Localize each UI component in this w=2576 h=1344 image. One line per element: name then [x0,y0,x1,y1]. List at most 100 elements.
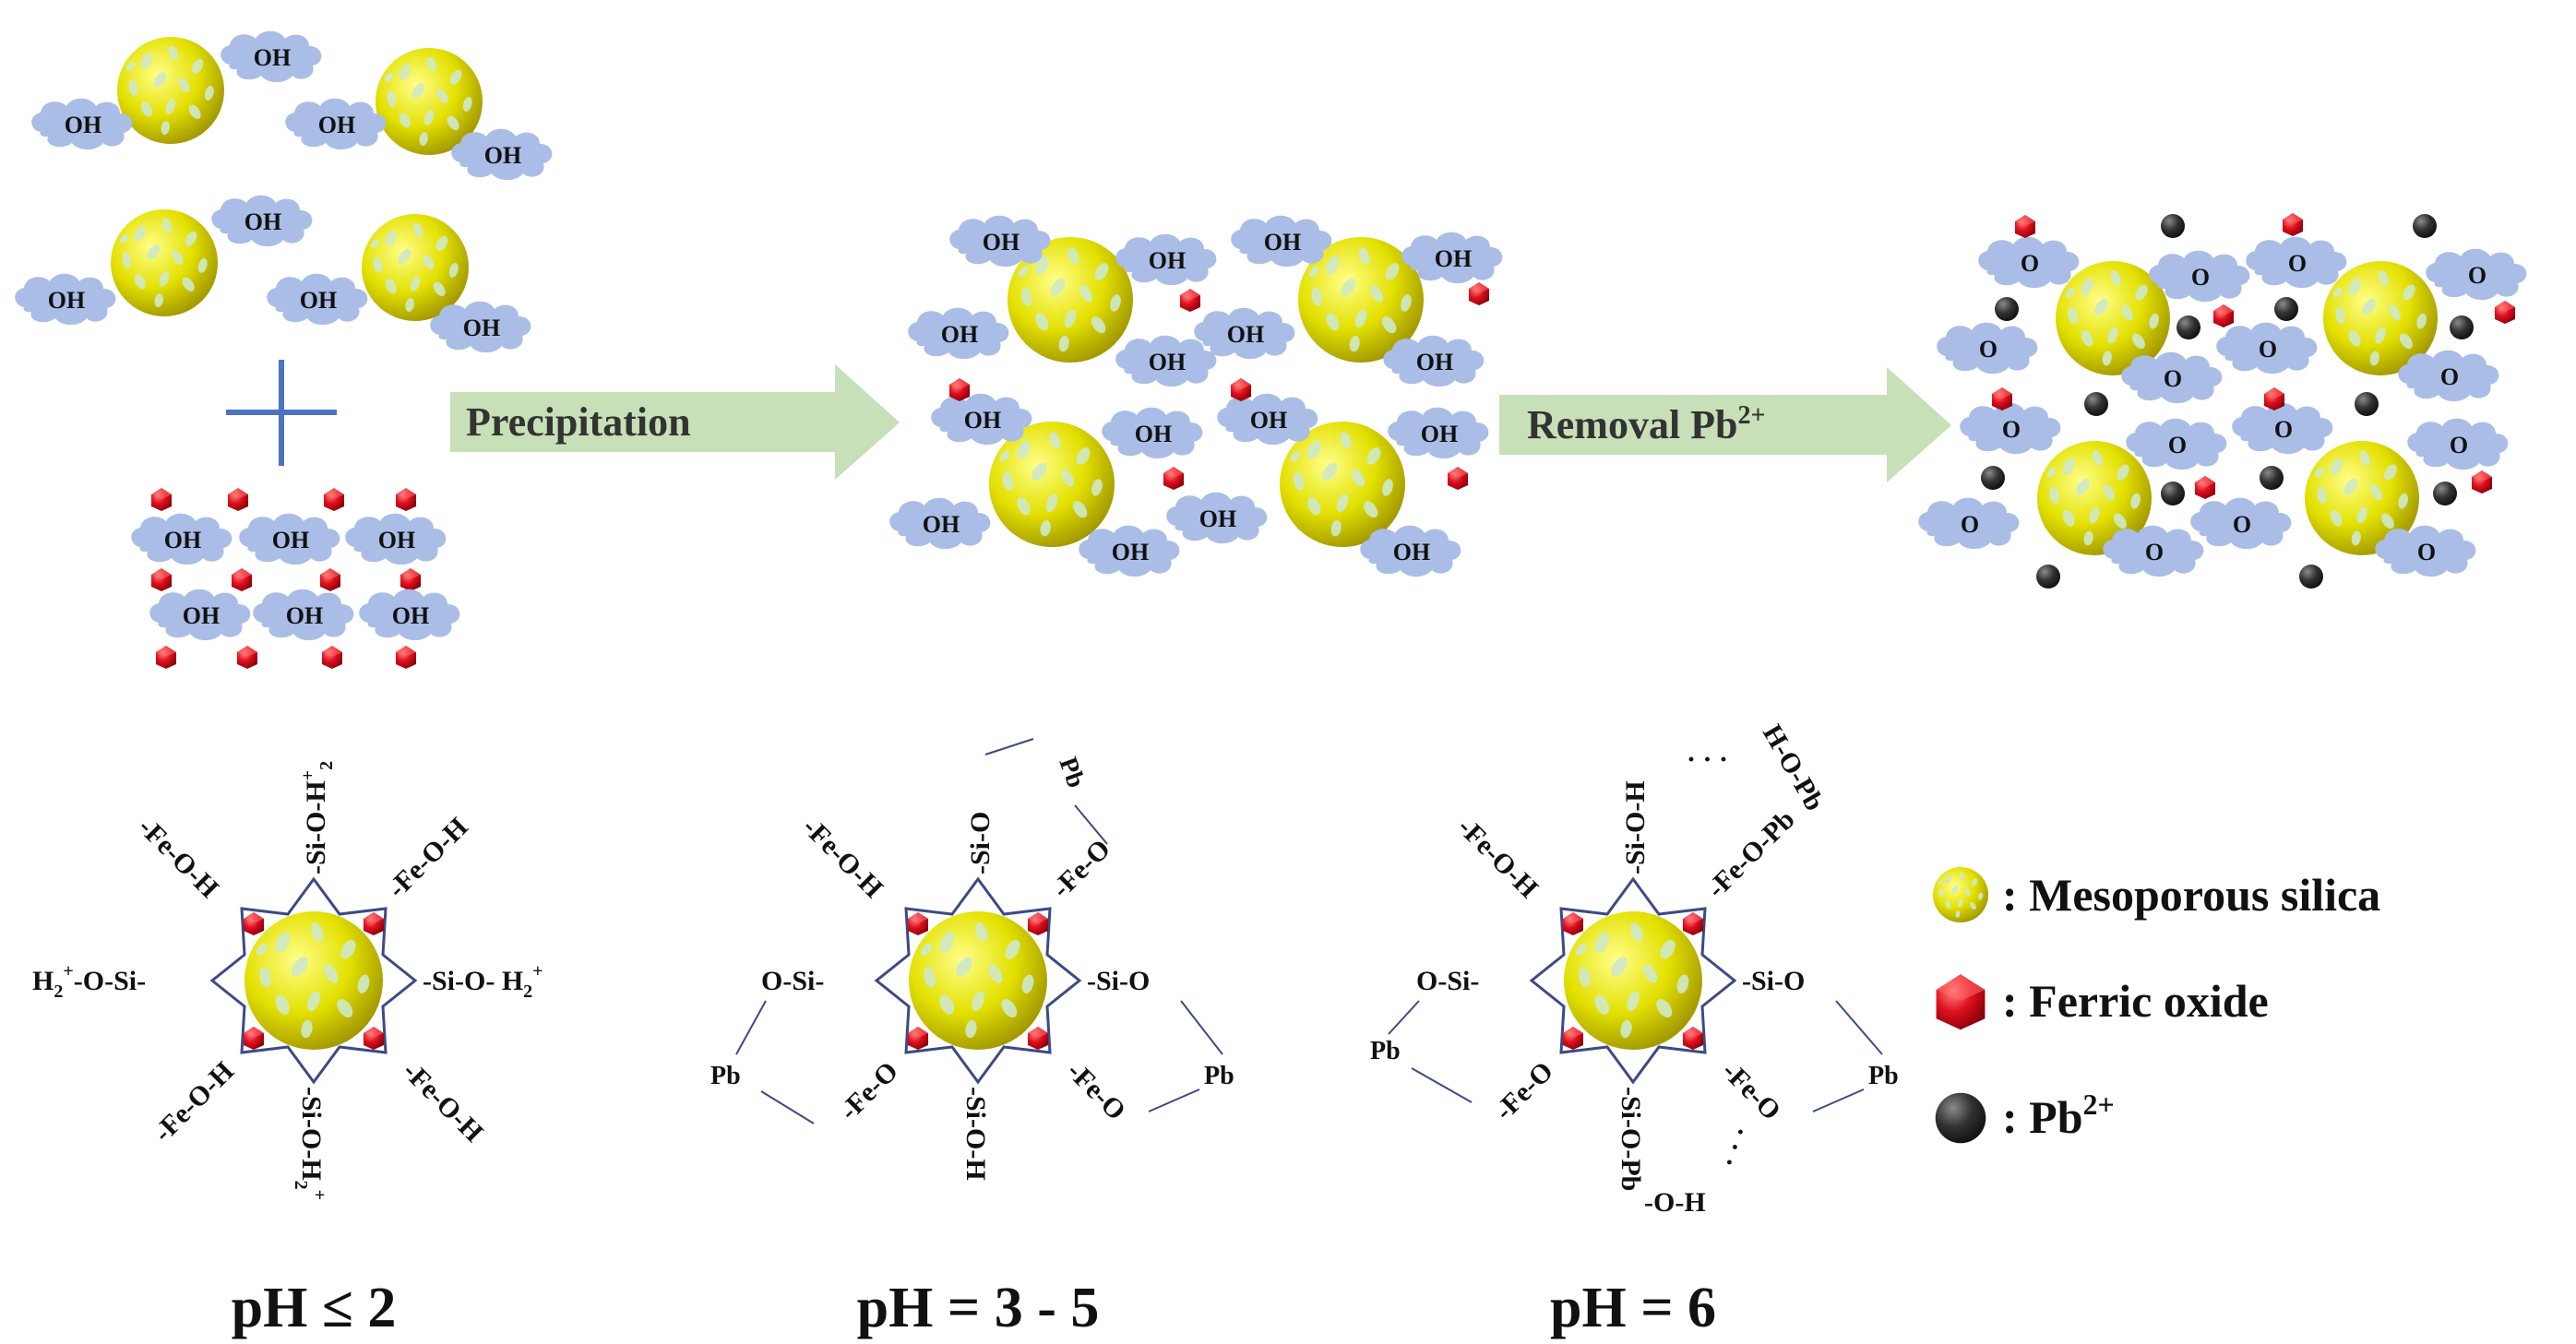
svg-text:O: O [2145,539,2164,565]
silica-particle [909,911,1047,1050]
o-cloud: O [2190,497,2292,550]
h-o-pb-group: H-O-Pb [1757,720,1830,816]
bottom-group: -Si-O-H [960,1087,991,1181]
svg-text:OH: OH [65,112,101,138]
oh-cloud: OH [949,215,1051,268]
o-cloud: O [2375,525,2476,577]
svg-text:O: O [2164,365,2182,392]
svg-text:OH: OH [484,142,521,169]
precipitation-arrow: Precipitation [450,364,900,480]
bottom-oh-group: -O-H [1644,1187,1706,1218]
svg-text:OH: OH [1149,247,1186,274]
svg-text:OH: OH [983,229,1020,256]
right-group: -Si-O [1087,966,1150,996]
legend-ferric-label: : Ferric oxide [2002,975,2269,1027]
svg-text:OH: OH [1393,539,1430,565]
oh-cloud: OH [267,273,368,326]
svg-text:OH: OH [964,407,1001,434]
oh-cloud: OH [359,589,460,641]
structure-ph-3-5: -Si-O Pb -Fe-O-H -Fe-O O-Si- -Si-O Pb Pb… [710,738,1234,1339]
oh-cloud: OH [149,589,251,641]
oh-cloud: OH [1231,215,1332,268]
left-group: O-Si- [761,966,824,996]
svg-text:O: O [2468,262,2487,289]
pb-right: Pb [1868,1062,1899,1090]
legend-silica-icon [1933,867,1988,922]
oh-cloud: OH [1360,525,1461,577]
svg-text:O: O [1961,511,1979,538]
bottom-right-group: -Fe-O [1716,1056,1786,1126]
removal-label: Removal Pb2+ [1527,401,1766,447]
bottom-group: -Si-O-Pb [1616,1087,1646,1191]
svg-text:OH: OH [254,44,291,71]
oh-cloud: OH [1166,492,1268,544]
svg-text:OH: OH [1135,421,1172,447]
top-group: -Si-O-H+2 [298,761,337,874]
svg-text:O: O [1979,336,1998,363]
svg-text:OH: OH [1416,349,1453,375]
top-left-group: -Fe-O-H [1451,812,1544,904]
o-cloud: O [2232,402,2333,455]
svg-text:OH: OH [300,287,337,314]
oh-cloud: OH [211,195,313,247]
oh-cloud: OH [1079,525,1180,577]
svg-text:O: O [2021,250,2039,277]
structure-ph-2: -Si-O-H+2 -Fe-O-H -Fe-O-H H2+-O-Si- -Si-… [32,761,543,1339]
silica-ferric-composite: OH OH OH OH OH OH OH OH OH OH OH OH OH O… [889,215,1503,577]
o-cloud: O [1918,497,2020,550]
svg-text:OH: OH [48,287,85,314]
o-cloud: O [1978,236,2080,289]
svg-text:O: O [2288,250,2307,277]
dots-top: · · · [1687,744,1728,775]
silica-particle [1564,911,1702,1050]
svg-text:O: O [2440,363,2459,390]
svg-text:OH: OH [1227,321,1264,348]
pb-left: Pb [1370,1037,1401,1065]
o-cloud: O [2149,250,2250,303]
svg-text:OH: OH [392,602,429,629]
oh-cloud: OH [1217,393,1318,446]
silica-particle [111,209,218,316]
svg-text:OH: OH [1250,407,1287,434]
dots-bottom-right: · · · [1714,1123,1757,1172]
left-group: H2+-O-Si- [32,961,146,1002]
pb-right: Pb [1204,1062,1234,1090]
oh-cloud: OH [889,497,991,550]
structure-ph-6: -Si-O-H · · · H-O-Pb -Fe-O-H -Fe-O-Pb O-… [1370,720,1899,1339]
plus-icon [226,360,337,466]
ph-label: pH = 3 - 5 [857,1277,1100,1339]
ferric-oh-reactants: OH OH OH OH OH OH [131,488,460,669]
svg-text:O: O [2450,432,2468,458]
pb-left: Pb [710,1062,741,1090]
svg-text:OH: OH [923,511,960,538]
oh-cloud: OH [1102,407,1203,459]
top-right-group: -Fe-O [1046,834,1116,904]
silica-oh-reactants: OH OH OH OH OH OH OH OH [15,30,553,353]
o-cloud: O [2407,418,2509,470]
oh-cloud: OH [253,589,354,641]
svg-text:OH: OH [1149,349,1186,375]
oh-cloud: OH [31,98,133,150]
oh-cloud: OH [1383,335,1485,387]
bottom-right-group: -Fe-O-H [397,1056,489,1148]
svg-text:O: O [2259,336,2277,363]
svg-text:OH: OH [244,208,281,235]
oh-cloud: OH [1115,233,1217,286]
svg-text:O: O [2191,264,2210,291]
top-left-group: -Fe-O-H [132,812,224,904]
right-group: -Si-O [1742,966,1805,996]
svg-text:O: O [2168,432,2187,458]
o-cloud: O [2126,418,2227,470]
legend-lead-icon [1935,1092,1986,1144]
o-cloud: O [1937,322,2038,375]
bottom-group: -Si-O-H2+ [291,1087,329,1200]
oh-cloud: OH [221,30,322,83]
svg-text:OH: OH [1421,421,1458,447]
oh-cloud: OH [908,307,1009,360]
pb-top: Pb [1053,754,1090,791]
svg-text:OH: OH [164,527,201,553]
svg-text:OH: OH [272,527,309,553]
oh-cloud: OH [239,513,340,565]
oh-cloud: OH [931,393,1032,446]
o-cloud: O [2246,236,2347,289]
